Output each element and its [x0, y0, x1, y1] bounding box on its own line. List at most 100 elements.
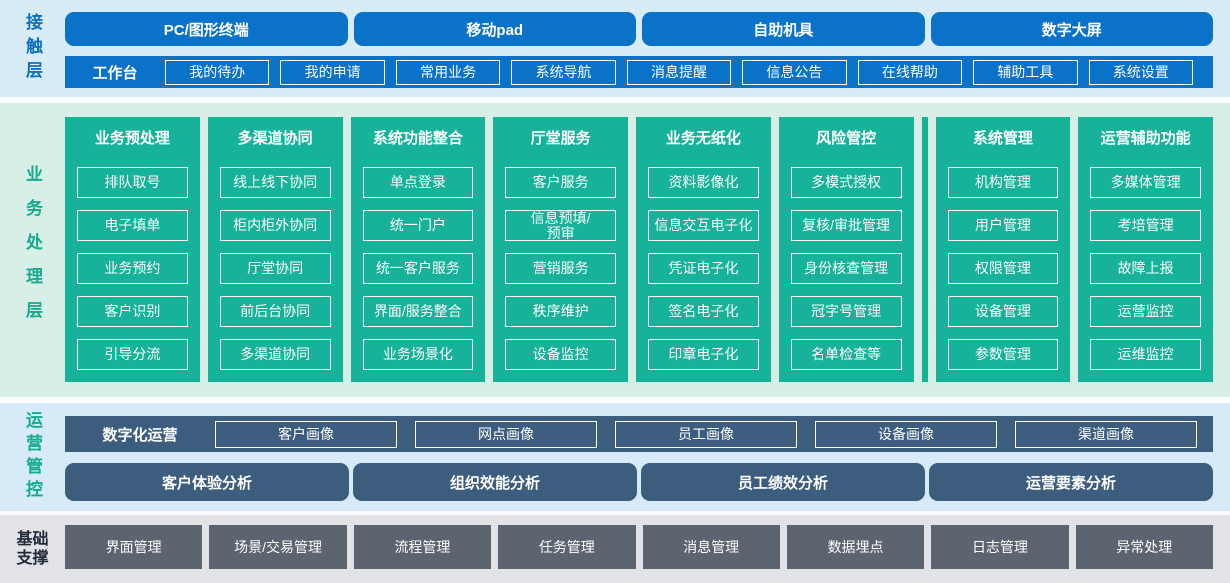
module-box: 资料影像化	[648, 167, 759, 198]
module-box: 多模式授权	[790, 167, 902, 198]
module-box: 复核/审批管理	[790, 210, 902, 241]
foundation-log-management: 日志管理	[931, 525, 1069, 569]
module-box: 客户服务	[505, 167, 616, 198]
module-box: 设备管理	[947, 296, 1059, 327]
foundation-process-management: 流程管理	[353, 525, 492, 569]
foundation-layer-band: 基础支撑 界面管理 场景/交易管理 流程管理 任务管理 消息管理 数据埋点 日志…	[0, 515, 1230, 583]
module-box: 签名电子化	[648, 296, 759, 327]
workbench-bar: 工作台 我的待办 我的申请 常用业务 系统导航 消息提醒 信息公告 在线帮助 辅…	[65, 56, 1213, 88]
column-risk-control: 风险管控 多模式授权 复核/审批管理 身份核查管理 冠字号管理 名单检查等	[778, 117, 914, 382]
module-box: 故障上报	[1090, 253, 1201, 284]
column-business-preprocessing: 业务预处理 排队取号 电子填单 业务预约 客户识别 引导分流	[65, 117, 200, 382]
module-box: 凭证电子化	[648, 253, 759, 284]
band-divider	[0, 511, 1230, 515]
module-box: 信息交互电子化	[648, 210, 759, 241]
foundation-layer-label: 基础支撑	[16, 531, 49, 567]
column-title: 风险管控	[816, 130, 877, 147]
column-title: 系统功能整合	[372, 130, 463, 147]
column-title: 业务无纸化	[665, 130, 741, 147]
module-box: 冠字号管理	[790, 296, 902, 327]
terminal-row: PC/图形终端 移动pad 自助机具 数字大屏	[65, 12, 1213, 46]
business-layer-content: 业务预处理 排队取号 电子填单 业务预约 客户识别 引导分流 多渠道协同 线上线…	[65, 103, 1230, 397]
module-box: 电子填单	[77, 210, 188, 241]
analysis-employee-performance: 员工绩效分析	[641, 463, 925, 501]
business-layer-label-col: 业务处理层	[0, 103, 65, 397]
column-title: 运营辅助功能	[1100, 130, 1191, 147]
module-box: 运维监控	[1090, 339, 1201, 370]
module-box: 多渠道协同	[219, 339, 331, 370]
profile-employee: 员工画像	[615, 420, 797, 448]
column-divider-sliver	[921, 117, 928, 382]
profile-branch: 网点画像	[415, 420, 597, 448]
module-box: 线上线下协同	[219, 167, 331, 198]
module-box: 统一客户服务	[362, 253, 474, 284]
digital-operations-label: 数字化运营	[102, 426, 178, 444]
contact-layer-label: 接触层	[23, 12, 42, 85]
module-box: 业务预约	[77, 253, 188, 284]
module-box: 单点登录	[362, 167, 474, 198]
workbench-item-common-business: 常用业务	[395, 59, 501, 85]
column-ops-auxiliary: 运营辅助功能 多媒体管理 考培管理 故障上报 运营监控 运维监控	[1078, 117, 1213, 382]
column-title: 系统管理	[972, 130, 1033, 147]
module-box: 信息预填/ 预审	[505, 210, 616, 241]
business-layer-label: 业务处理层	[23, 165, 42, 335]
terminal-self-service: 自助机具	[642, 12, 925, 46]
module-box: 参数管理	[947, 339, 1059, 370]
column-multichannel-collab: 多渠道协同 线上线下协同 柜内柜外协同 厅堂协同 前后台协同 多渠道协同	[207, 117, 343, 382]
foundation-items: 界面管理 场景/交易管理 流程管理 任务管理 消息管理 数据埋点 日志管理 异常…	[65, 525, 1213, 569]
analysis-ops-elements: 运营要素分析	[929, 463, 1213, 501]
workbench-item-applications: 我的申请	[280, 59, 385, 85]
operations-layer-band: 运营管控 数字化运营 客户画像 网点画像 员工画像 设备画像 渠道画像 客户体验…	[0, 403, 1230, 511]
column-lobby-service: 厅堂服务 客户服务 信息预填/ 预审 营销服务 秩序维护 设备监控	[493, 117, 628, 382]
module-box: 柜内柜外协同	[219, 210, 331, 241]
module-box: 业务场景化	[362, 339, 474, 370]
module-box: 前后台协同	[219, 296, 331, 327]
module-box: 设备监控	[505, 339, 616, 370]
profile-device: 设备画像	[815, 420, 997, 448]
column-title: 厅堂服务	[530, 130, 591, 147]
foundation-ui-management: 界面管理	[65, 525, 203, 569]
module-box: 考培管理	[1090, 210, 1201, 241]
digital-operations-bar: 数字化运营 客户画像 网点画像 员工画像 设备画像 渠道画像	[65, 416, 1213, 452]
profile-customer: 客户画像	[215, 420, 397, 448]
band-divider	[0, 97, 1230, 103]
contact-layer-content: PC/图形终端 移动pad 自助机具 数字大屏 工作台 我的待办 我的申请 常用…	[65, 0, 1230, 97]
module-box: 排队取号	[77, 167, 188, 198]
module-box: 秩序维护	[505, 296, 616, 327]
module-box: 机构管理	[947, 167, 1059, 198]
terminal-digital-screen: 数字大屏	[930, 12, 1213, 46]
module-box: 统一门户	[362, 210, 474, 241]
profile-channel: 渠道画像	[1015, 420, 1197, 448]
module-box: 印章电子化	[648, 339, 759, 370]
analysis-row: 客户体验分析 组织效能分析 员工绩效分析 运营要素分析	[65, 463, 1213, 501]
terminal-mobile-pad: 移动pad	[353, 12, 636, 46]
column-system-integration: 系统功能整合 单点登录 统一门户 统一客户服务 界面/服务整合 业务场景化	[350, 117, 486, 382]
column-title: 业务预处理	[94, 130, 170, 147]
contact-layer-label-col: 接触层	[0, 0, 65, 97]
foundation-exception-handling: 异常处理	[1075, 525, 1213, 569]
terminal-pc: PC/图形终端	[65, 12, 348, 46]
workbench-item-aux-tools: 辅助工具	[973, 59, 1078, 85]
foundation-message-management: 消息管理	[642, 525, 780, 569]
foundation-scene-transaction: 场景/交易管理	[209, 525, 347, 569]
contact-layer-band: 接触层 PC/图形终端 移动pad 自助机具 数字大屏 工作台 我的待办 我的申…	[0, 0, 1230, 97]
analysis-customer-experience: 客户体验分析	[65, 463, 349, 501]
operations-layer-label-col: 运营管控	[0, 403, 65, 511]
module-box: 名单检查等	[790, 339, 902, 370]
column-system-management: 系统管理 机构管理 用户管理 权限管理 设备管理 参数管理	[935, 117, 1071, 382]
module-box: 引导分流	[77, 339, 188, 370]
workbench-item-message-alert: 消息提醒	[626, 59, 732, 85]
band-divider	[0, 397, 1230, 403]
workbench-label: 工作台	[92, 64, 138, 82]
workbench-items: 我的待办 我的申请 常用业务 系统导航 消息提醒 信息公告 在线帮助 辅助工具 …	[165, 59, 1193, 85]
module-box: 用户管理	[947, 210, 1059, 241]
workbench-item-info-notice: 信息公告	[742, 59, 847, 85]
workbench-item-todo: 我的待办	[165, 59, 270, 85]
foundation-layer-content: 界面管理 场景/交易管理 流程管理 任务管理 消息管理 数据埋点 日志管理 异常…	[65, 515, 1230, 583]
module-box: 多媒体管理	[1090, 167, 1201, 198]
operations-layer-label: 运营管控	[23, 411, 42, 503]
module-box: 运营监控	[1090, 296, 1201, 327]
module-box: 界面/服务整合	[362, 296, 474, 327]
foundation-task-management: 任务管理	[498, 525, 636, 569]
